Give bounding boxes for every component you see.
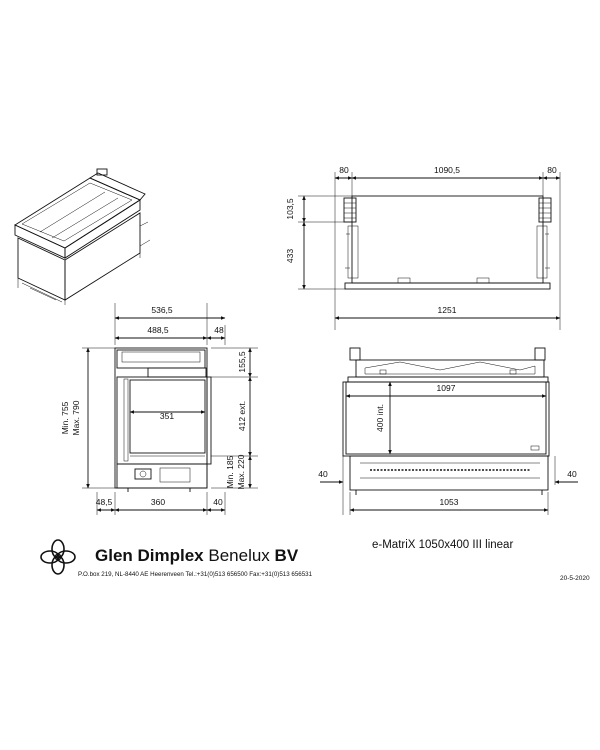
front-view: 1097 400 int. 40 40 1053: [318, 347, 578, 515]
dim-max-bottom: Max. 220: [236, 454, 246, 489]
dim-total-depth: 536,5: [151, 305, 173, 315]
dim-front-left-margin: 40: [318, 469, 328, 479]
dim-glass-depth: 351: [160, 411, 174, 421]
dim-min-bottom: Min. 185: [225, 455, 235, 488]
dim-top-width: 1090,5: [434, 165, 460, 175]
dim-top-height: 155,5: [237, 351, 247, 373]
dim-front-bottom-width: 1053: [440, 497, 459, 507]
dim-total-width: 1251: [438, 305, 457, 315]
dim-glass-width: 1097: [437, 383, 456, 393]
dim-front-right-margin: 40: [567, 469, 577, 479]
dim-top-right-margin: 80: [547, 165, 557, 175]
top-view: 80 1090,5 80 103,5 433 1251: [285, 165, 561, 330]
dim-max-height: Max. 790: [71, 400, 81, 435]
dim-offset: 48: [214, 325, 224, 335]
dim-bottom-left: 48,5: [96, 497, 113, 507]
drawing-date: 20-5-2020: [560, 575, 590, 582]
dim-ext-height: 412 ext.: [237, 401, 247, 431]
dim-bracket-height: 103,5: [285, 198, 295, 220]
company-name-regular: Benelux: [208, 546, 270, 565]
dim-bottom-right: 40: [213, 497, 223, 507]
model-name: e-MatriX 1050x400 III linear: [372, 539, 514, 551]
company-name-suffix: BV: [274, 546, 299, 565]
dim-glass-height: 400 int.: [375, 404, 385, 432]
dim-bottom-width: 360: [151, 497, 165, 507]
dim-top-left-margin: 80: [339, 165, 349, 175]
dim-min-height: Min. 755: [60, 401, 70, 434]
company-address: P.O.box 219, NL-8440 AE Heerenveen Tel.:…: [78, 571, 313, 578]
dim-top-depth: 433: [285, 249, 295, 263]
celtic-knot-logo-icon: [40, 539, 76, 575]
company-name-bold: Glen Dimplex: [95, 546, 204, 565]
company-name: Glen Dimplex Benelux BV: [95, 546, 298, 566]
isometric-view: [14, 168, 151, 305]
side-view: 536,5 488,5 48 351 Min. 755 Max. 790: [60, 303, 258, 515]
dim-depth: 488,5: [147, 325, 169, 335]
